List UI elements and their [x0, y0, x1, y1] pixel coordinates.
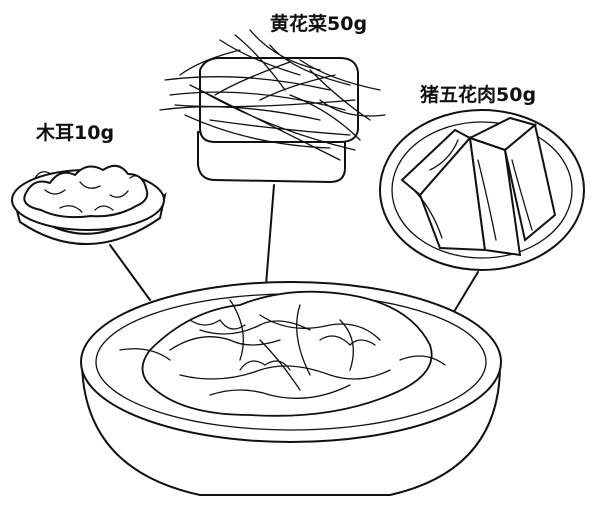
main-dish: [80, 281, 502, 496]
label-wood-ear: 木耳10g: [36, 122, 115, 144]
label-daylily: 黄花菜50g: [270, 13, 368, 35]
label-pork-belly: 猪五花肉50g: [420, 84, 537, 106]
connector-lines: [109, 184, 479, 316]
wood-ear-plate: [11, 164, 167, 246]
pork-belly-plate: [379, 109, 585, 271]
daylily-block: [159, 29, 386, 184]
